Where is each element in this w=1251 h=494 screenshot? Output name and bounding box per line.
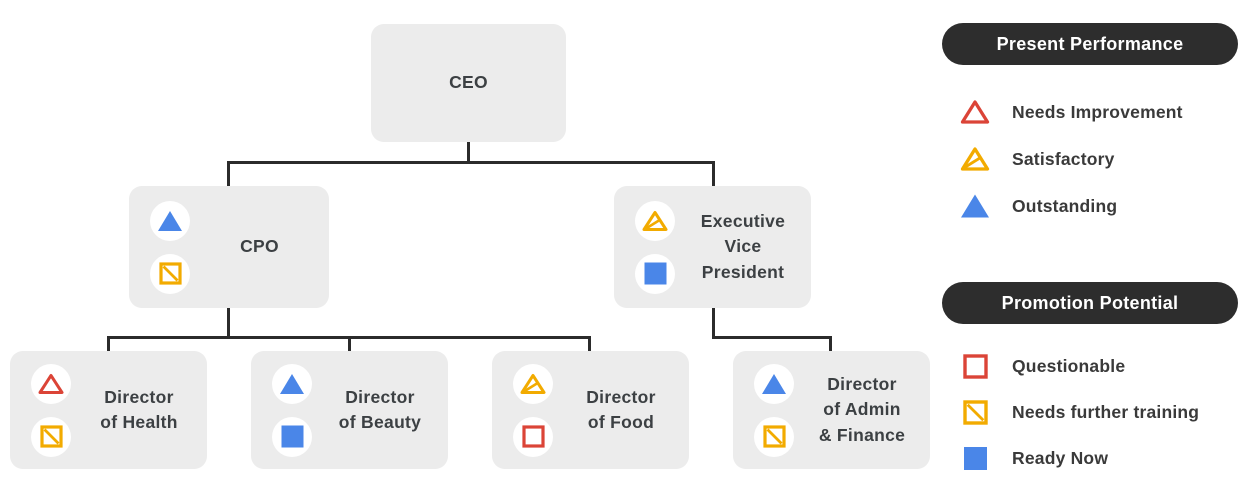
org-node-director-of-admin-finance[interactable]: Director of Admin & Finance [733,351,930,469]
connector-ceo-down [467,141,470,163]
legend-item-ready-now: Ready Now [958,441,1108,475]
triangle-filled-icon [762,373,786,394]
connector-admin-up [829,336,832,351]
potential-badge [754,416,794,457]
connector-evp-children-horizontal [712,336,832,339]
connector-beauty-up [348,336,351,351]
square-filled-icon [281,425,303,448]
node-label: CPO [240,236,279,257]
potential-badge [150,253,190,294]
legend-item-outstanding: Outstanding [958,189,1117,223]
rating-badges [754,363,794,457]
legend-item-questionable: Questionable [958,349,1125,383]
legend-header-present-performance: Present Performance [942,23,1238,65]
connector-evp-up [712,161,715,186]
performance-badge [150,200,190,241]
potential-badge [31,416,71,457]
legend-item-label: Needs Improvement [1012,101,1183,122]
performance-badge [272,363,312,404]
legend-item-label: Needs further training [1012,401,1200,422]
node-label: Director of Admin & Finance [818,373,906,445]
rating-badges [150,200,190,294]
triangle-filled-icon [158,210,182,231]
triangle-half-icon [520,373,546,394]
square-diagonal-icon [39,425,63,448]
legend-item-label: Satisfactory [1012,148,1115,169]
triangle-half-icon [958,146,992,172]
triangle-filled-icon [958,193,992,219]
legend-item-label: Questionable [1012,355,1126,376]
square-outline-icon [958,353,992,379]
org-node-cpo[interactable]: CPO [129,186,329,308]
rating-badges [635,200,675,294]
potential-badge [272,416,312,457]
rating-badges [31,363,71,457]
triangle-outline-icon [958,99,992,125]
potential-badge [635,253,675,294]
square-diagonal-icon [762,425,786,448]
org-node-executive-vice-president[interactable]: Executive Vice President [614,186,811,308]
triangle-filled-icon [280,373,304,394]
legend-header-promotion-potential: Promotion Potential [942,282,1238,324]
legend-header-label: Promotion Potential [1001,292,1179,313]
org-node-director-of-beauty[interactable]: Director of Beauty [251,351,448,469]
triangle-half-icon [642,210,668,231]
legend-item-needs-further-training: Needs further training [958,395,1199,429]
node-label: CEO [449,72,488,93]
legend-item-label: Outstanding [1012,195,1118,216]
connector-evp-down [712,308,715,338]
square-filled-icon [644,262,666,285]
potential-badge [513,416,553,457]
square-filled-icon [958,446,992,471]
rating-badges [513,363,553,457]
legend-item-label: Ready Now [1012,447,1109,468]
org-node-ceo[interactable]: CEO [371,24,566,142]
legend-item-satisfactory: Satisfactory [958,142,1115,176]
node-label: Director of Food [586,386,656,432]
legend-header-label: Present Performance [996,33,1184,54]
performance-badge [635,200,675,241]
org-node-director-of-health[interactable]: Director of Health [10,351,207,469]
square-diagonal-icon [958,399,992,425]
performance-badge [754,363,794,404]
performance-badge [513,363,553,404]
connector-health-up [107,336,110,351]
connector-cpo-down [227,308,230,338]
connector-cpo-up [227,161,230,186]
square-outline-icon [521,425,545,448]
connector-level1-horizontal [227,161,715,164]
node-label: Executive Vice President [700,210,786,282]
rating-badges [272,363,312,457]
org-node-director-of-food[interactable]: Director of Food [492,351,689,469]
node-label: Director of Beauty [338,386,422,432]
triangle-outline-icon [38,373,64,394]
performance-badge [31,363,71,404]
legend-item-needs-improvement: Needs Improvement [958,95,1183,129]
node-label: Director of Health [100,386,178,432]
square-diagonal-icon [158,262,182,285]
connector-food-up [588,336,591,351]
